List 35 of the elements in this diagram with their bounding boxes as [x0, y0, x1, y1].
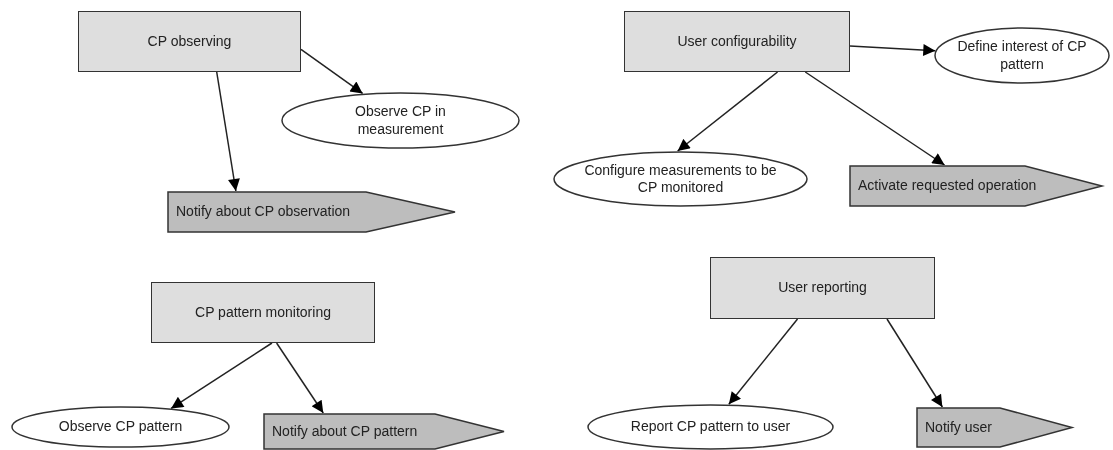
node-label: Observe CP pattern [58, 418, 183, 436]
node-label: Notify user [925, 418, 992, 437]
arrow [728, 318, 799, 405]
node-label: Observe CP in measurement [354, 103, 447, 138]
activity-ellipse [934, 27, 1110, 84]
process-box [624, 11, 850, 72]
node-label: Report CP pattern to user [630, 418, 791, 436]
arrow [215, 71, 240, 192]
activity-ellipse [281, 92, 520, 149]
output-pentagon [916, 407, 1073, 448]
arrow [804, 71, 946, 166]
arrow [275, 342, 324, 414]
arrow [170, 342, 273, 410]
output-pentagon [263, 413, 505, 450]
arrow [300, 48, 364, 95]
node-label: User configurability [677, 32, 797, 51]
output-pentagon [849, 165, 1103, 207]
node-label: Activate requested operation [858, 177, 1037, 195]
arrow [676, 71, 779, 152]
arrow [886, 318, 944, 408]
activity-ellipse [587, 404, 834, 450]
node-label: CP pattern monitoring [195, 303, 331, 322]
node-label: Notify about CP observation [176, 203, 351, 221]
node-label: Define interest of CP pattern [956, 38, 1088, 73]
process-box [78, 11, 301, 72]
node-label: CP observing [147, 32, 232, 51]
node-label: User reporting [778, 279, 867, 297]
arrow [849, 44, 937, 56]
activity-ellipse [11, 406, 230, 448]
node-label: Notify about CP pattern [272, 422, 418, 441]
activity-ellipse [553, 151, 808, 207]
node-label: Configure measurements to be CP monitored [583, 161, 778, 197]
process-box [710, 257, 935, 319]
process-box [151, 282, 375, 343]
output-pentagon [167, 191, 456, 233]
